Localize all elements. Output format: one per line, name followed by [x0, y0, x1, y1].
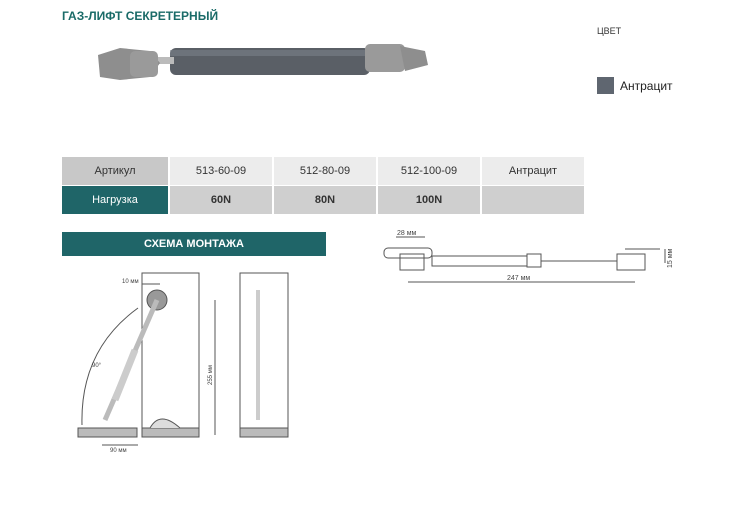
table-cell: Антрацит: [482, 157, 584, 185]
spec-table: Артикул 513-60-09 512-80-09 512-100-09 А…: [60, 156, 586, 215]
dim-height: 255 мм: [208, 365, 214, 385]
dim-width: 28 мм: [397, 230, 417, 237]
table-cell: 512-80-09: [274, 157, 376, 185]
dim-side: 15 мм: [667, 248, 674, 268]
color-swatch-anthracite[interactable]: [597, 77, 614, 94]
table-cell: 60N: [170, 186, 272, 214]
row-label: Артикул: [62, 157, 168, 185]
mounting-diagram: 10 мм 90° 255 мм 90 мм: [77, 272, 289, 454]
scheme-header: СХЕМА МОНТАЖА: [62, 232, 326, 256]
dim-offset: 10 мм: [122, 279, 139, 285]
table-row: Нагрузка 60N 80N 100N: [62, 186, 584, 214]
row-label: Нагрузка: [62, 186, 168, 214]
page-title: ГАЗ-ЛИФТ СЕКРЕТЕРНЫЙ: [62, 9, 219, 23]
table-cell: 100N: [378, 186, 480, 214]
color-label: ЦВЕТ: [597, 26, 622, 36]
table-cell: 513-60-09: [170, 157, 272, 185]
gas-lift-photo: [98, 44, 428, 80]
color-name: Антрацит: [620, 79, 673, 93]
dim-base: 90 мм: [110, 448, 127, 454]
table-row: Артикул 513-60-09 512-80-09 512-100-09 А…: [62, 157, 584, 185]
dimension-drawing: 28 мм 247 мм 15 мм: [383, 230, 674, 283]
dim-length: 247 мм: [507, 275, 530, 282]
dim-angle: 90°: [92, 363, 102, 369]
table-cell: [482, 186, 584, 214]
table-cell: 512-100-09: [378, 157, 480, 185]
table-cell: 80N: [274, 186, 376, 214]
